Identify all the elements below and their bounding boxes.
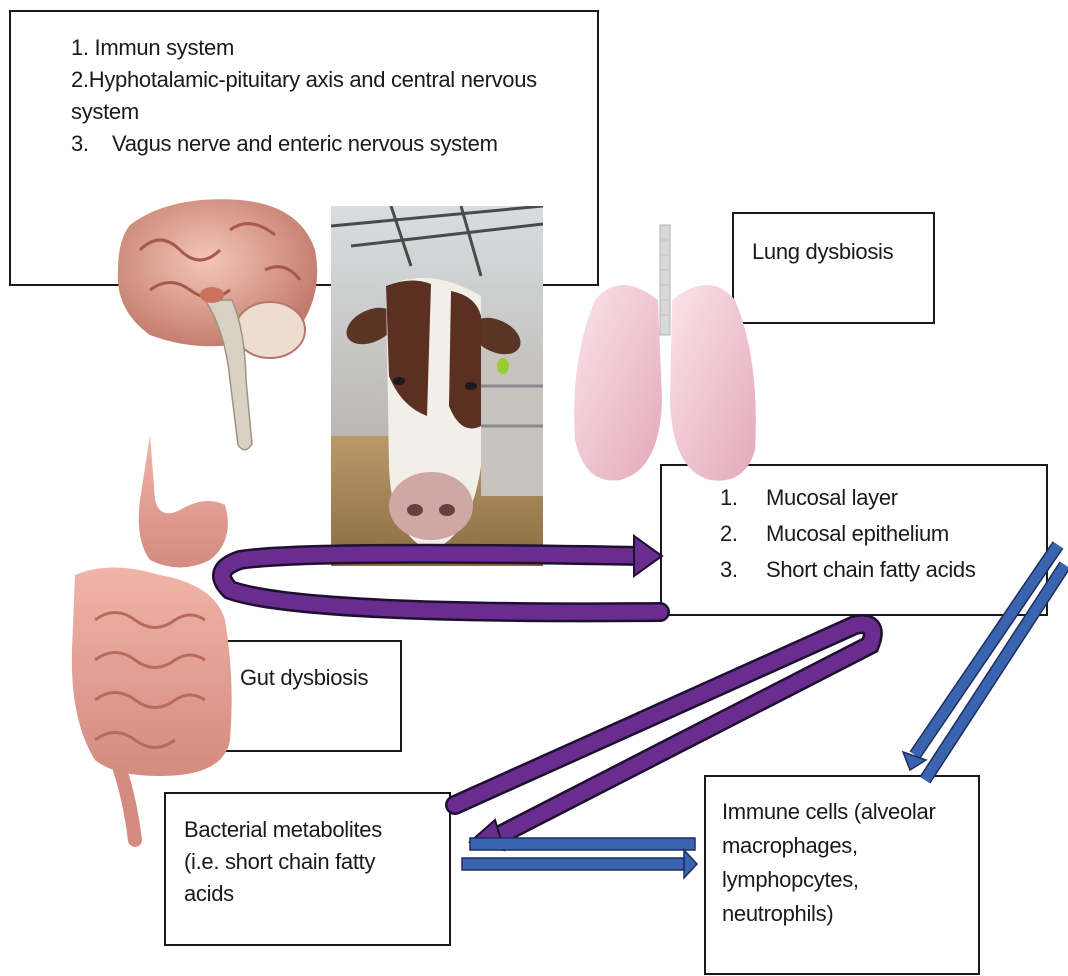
lungs-icon — [574, 225, 756, 481]
digestive-tract-icon — [72, 435, 232, 840]
brain-icon — [118, 199, 317, 449]
mucosal-immune-arrows — [903, 545, 1065, 780]
metabolites-immune-arrows — [462, 838, 697, 878]
mucosal-to-metabolites-arrow — [455, 624, 873, 850]
gut-to-mucosal-arrow — [222, 536, 662, 612]
